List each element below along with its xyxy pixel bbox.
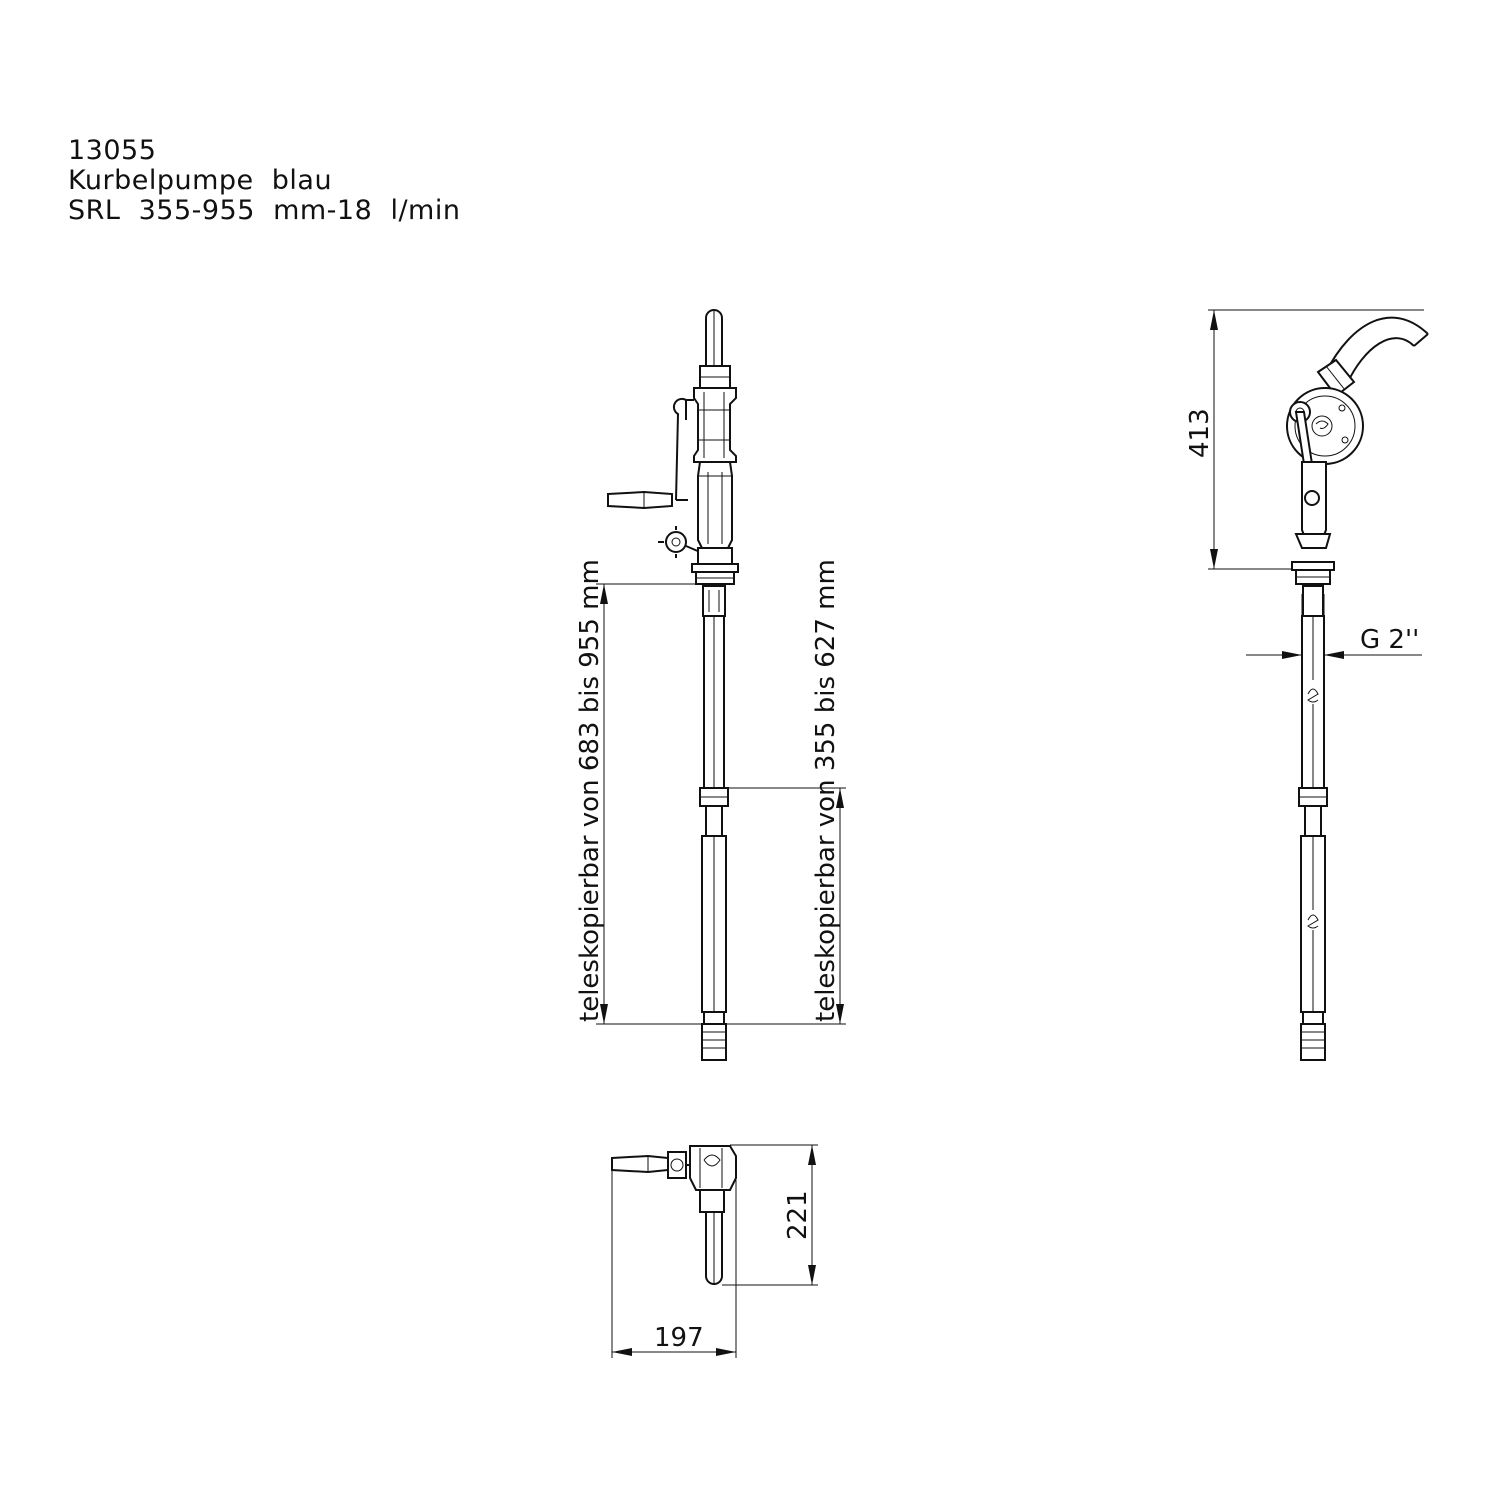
- side-dimension-height: 413: [1185, 309, 1424, 570]
- product-spec: SRL 355-955 mm-18 l/min: [68, 195, 461, 226]
- front-left-dimension-label: teleskopierbar von 683 bis 955 mm: [575, 559, 605, 1022]
- front-view: [607, 309, 739, 1061]
- front-dimension-left: teleskopierbar von 683 bis 955 mm: [575, 559, 704, 1025]
- top-height-label: 221: [783, 1190, 813, 1240]
- side-height-label: 413: [1185, 408, 1215, 458]
- article-number: 13055: [68, 135, 157, 166]
- side-view: [1286, 316, 1429, 1061]
- product-name: Kurbelpumpe blau: [68, 165, 333, 196]
- title-block: 13055 Kurbelpumpe blau SRL 355-955 mm-18…: [68, 136, 460, 226]
- top-view: [611, 1145, 737, 1285]
- top-width-label: 197: [654, 1323, 704, 1353]
- front-right-dimension-label: teleskopierbar von 355 bis 627 mm: [811, 559, 841, 1022]
- side-dimension-thread: G 2'': [1246, 594, 1422, 664]
- top-dimension-width: 197: [611, 1158, 737, 1358]
- thread-label: G 2'': [1360, 625, 1419, 655]
- front-dimension-right: teleskopierbar von 355 bis 627 mm: [726, 559, 846, 1025]
- top-dimension-height: 221: [722, 1144, 818, 1286]
